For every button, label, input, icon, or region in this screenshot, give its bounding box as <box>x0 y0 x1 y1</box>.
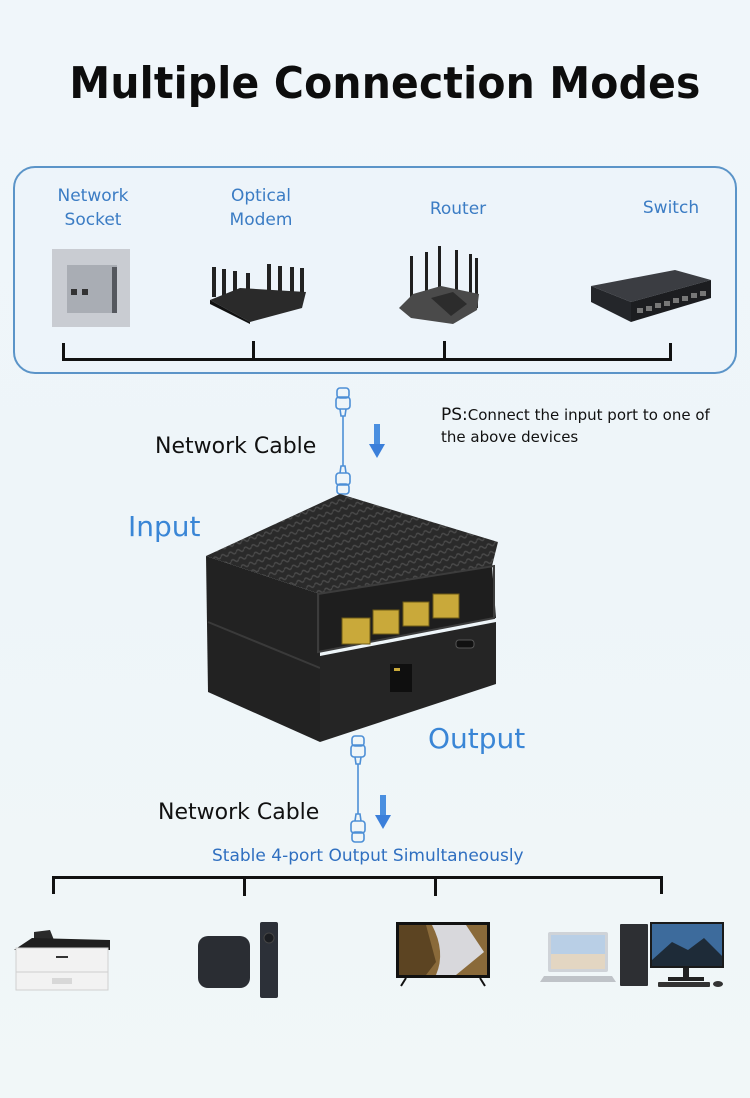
input-label: Input <box>128 510 201 543</box>
label-line: Optical <box>230 186 292 206</box>
computer-icon <box>540 920 726 990</box>
output-bus-tick <box>52 876 55 894</box>
source-label-network-socket: Network Socket <box>38 184 148 232</box>
output-bus-tick <box>434 876 437 896</box>
ps-note-line2: the above devices <box>441 428 579 446</box>
network-cable-icon <box>333 386 353 496</box>
output-bus-tick <box>660 876 663 894</box>
network-cable-icon <box>348 734 368 844</box>
down-arrow-icon <box>375 795 391 829</box>
ps-note: PS:Connect the input port to one of the … <box>441 404 741 448</box>
source-label-switch: Switch <box>642 198 700 218</box>
tv-box-icon <box>196 920 282 1000</box>
output-bus-tick <box>243 876 246 896</box>
source-label-router: Router <box>429 199 487 219</box>
down-arrow-icon <box>369 424 385 458</box>
switch-icon <box>591 258 711 322</box>
source-bus-tick <box>62 343 65 361</box>
label-line: Modem <box>229 210 293 230</box>
label-line: Network <box>57 186 129 206</box>
router-icon <box>397 242 493 328</box>
output-cable-label: Network Cable <box>158 800 320 825</box>
input-cable-label: Network Cable <box>155 434 317 459</box>
network-socket-icon <box>52 249 130 327</box>
ps-text: Connect the input port to one of <box>467 406 710 424</box>
source-bus-tick <box>443 341 446 361</box>
source-bus-tick <box>252 341 255 361</box>
label-line: Socket <box>64 210 122 230</box>
output-label: Output <box>428 722 526 755</box>
television-icon <box>396 922 492 988</box>
output-caption: Stable 4-port Output Simultaneously <box>212 846 524 866</box>
source-bus-tick <box>669 343 672 361</box>
source-bus-line <box>62 358 672 361</box>
ps-note-line1: PS:Connect the input port to one of <box>441 404 741 426</box>
ps-prefix: PS: <box>441 405 468 425</box>
optical-modem-icon <box>210 262 306 324</box>
printer-icon <box>14 928 110 992</box>
network-splitter-product <box>200 492 502 744</box>
source-devices-panel <box>13 166 737 374</box>
output-bus-line <box>52 876 663 879</box>
page-title: Multiple Connection Modes <box>69 58 701 109</box>
source-label-optical-modem: Optical Modem <box>206 184 316 232</box>
